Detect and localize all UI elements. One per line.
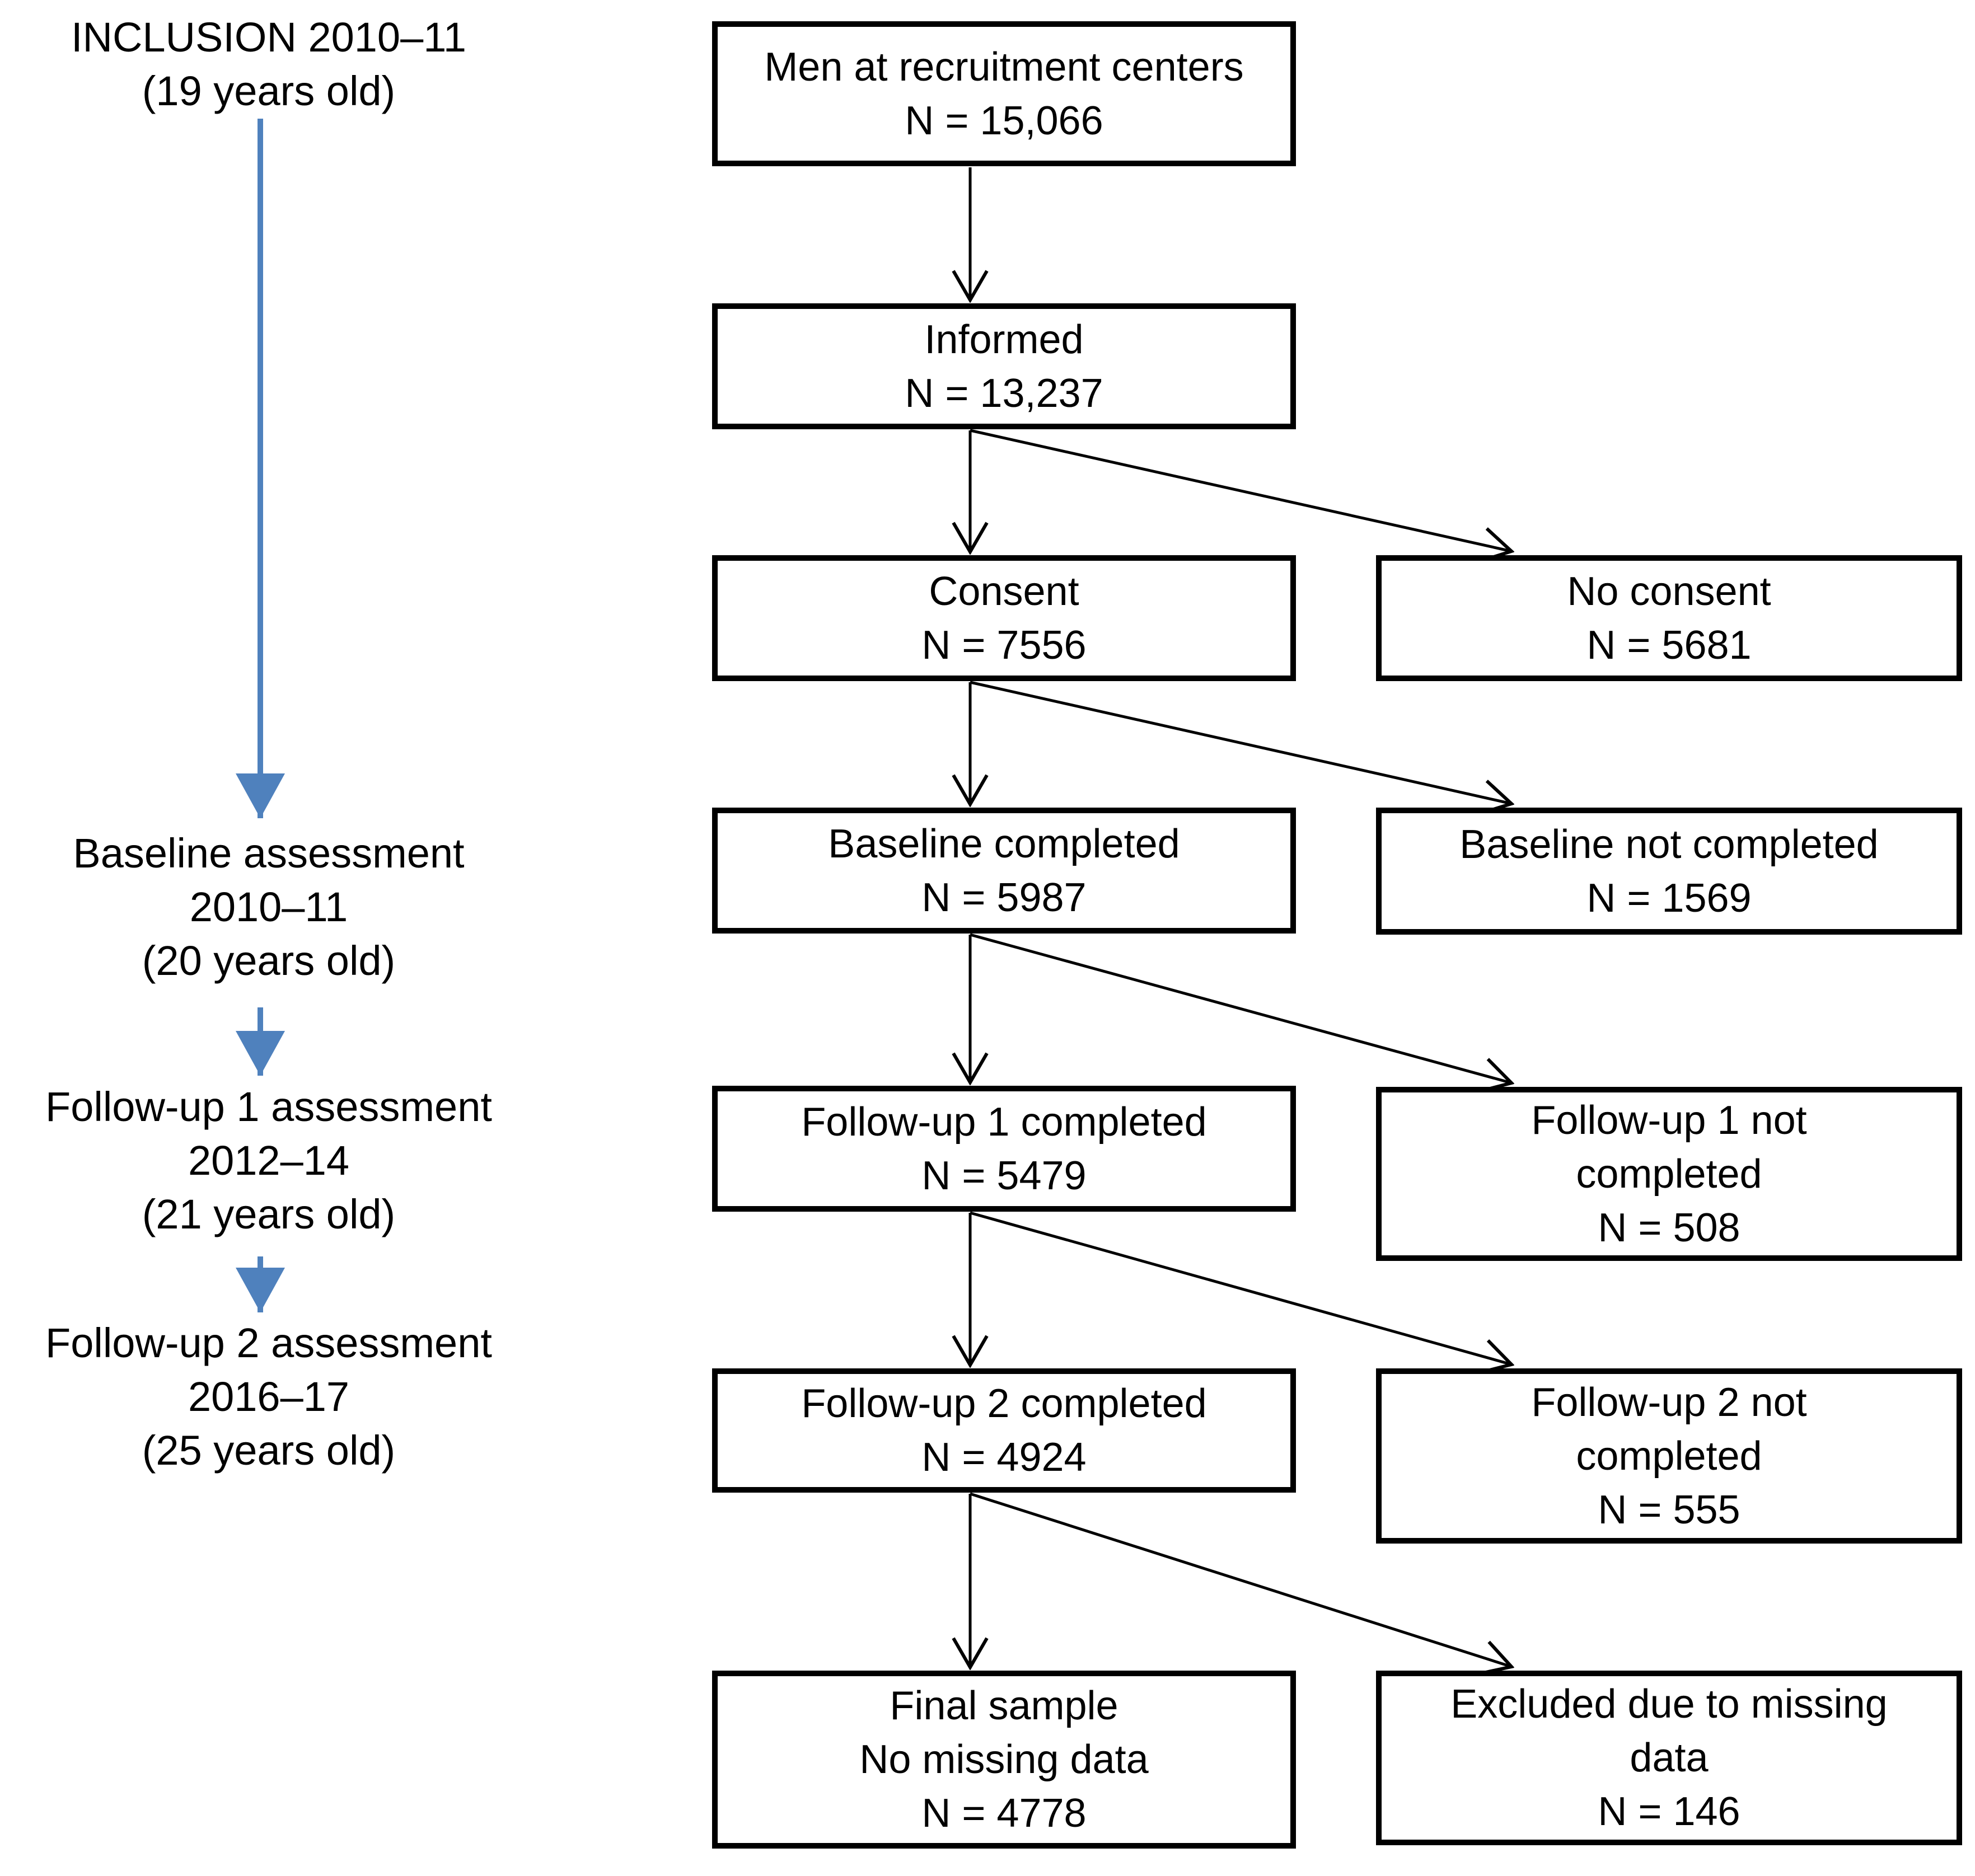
text-line: (20 years old): [142, 937, 396, 984]
flow-box-followup1-completed: Follow-up 1 completed N = 5479: [712, 1086, 1296, 1212]
text-line: INCLUSION 2010–11: [71, 14, 467, 60]
text-line: N = 15,066: [905, 98, 1103, 143]
text-line: 2010–11: [189, 884, 348, 930]
text-line: N = 5681: [1586, 622, 1752, 668]
text-line: No consent: [1567, 569, 1771, 614]
exclusion-connector-consent-to-baseline-not: [970, 681, 1511, 804]
text-line: Baseline assessment: [73, 830, 465, 876]
text-line: (21 years old): [142, 1191, 396, 1237]
text-line: 2012–14: [188, 1137, 350, 1184]
exclusion-box-followup2-not-completed: Follow-up 2 not completed N = 555: [1376, 1368, 1962, 1544]
text-line: N = 5987: [921, 875, 1087, 920]
text-line: data: [1630, 1736, 1709, 1780]
flow-box-followup2-completed: Follow-up 2 completed N = 4924: [712, 1368, 1296, 1493]
flow-box-recruitment: Men at recruitment centers N = 15,066: [712, 21, 1296, 166]
text-line: N = 7556: [921, 622, 1087, 668]
exclusion-box-followup1-not-completed: Follow-up 1 not completed N = 508: [1376, 1087, 1962, 1261]
exclusion-connector-followup2-to-excluded: [970, 1492, 1511, 1667]
text-line: Men at recruitment centers: [764, 44, 1244, 90]
flow-box-informed: Informed N = 13,237: [712, 303, 1296, 429]
text-line: (19 years old): [142, 68, 396, 114]
text-line: Follow-up 1 assessment: [45, 1084, 492, 1130]
text-line: No missing data: [859, 1737, 1149, 1782]
text-line: Follow-up 1 not: [1531, 1098, 1807, 1143]
timeline-label-inclusion: INCLUSION 2010–11 (19 years old): [11, 11, 526, 118]
text-line: Follow-up 2 assessment: [45, 1320, 492, 1366]
text-line: N = 13,237: [905, 370, 1103, 416]
exclusion-connector-followup1-to-followup2-not: [970, 1211, 1511, 1364]
exclusion-connector-baseline-to-followup1-not: [970, 933, 1511, 1083]
text-line: Follow-up 2 not: [1531, 1380, 1807, 1425]
text-line: Baseline completed: [828, 821, 1180, 866]
text-line: Follow-up 2 completed: [801, 1381, 1207, 1426]
timeline-label-followup1: Follow-up 1 assessment 2012–14 (21 years o…: [11, 1080, 526, 1241]
text-line: N = 4778: [921, 1791, 1087, 1836]
text-line: N = 508: [1598, 1205, 1740, 1250]
exclusion-box-no-consent: No consent N = 5681: [1376, 555, 1962, 681]
text-line: completed: [1576, 1151, 1762, 1197]
flow-box-consent: Consent N = 7556: [712, 555, 1296, 681]
text-line: N = 5479: [921, 1153, 1087, 1198]
text-line: Final sample: [890, 1683, 1118, 1728]
exclusion-connector-informed-to-no-consent: [970, 429, 1511, 551]
timeline-label-baseline: Baseline assessment 2010–11 (20 years old): [11, 827, 526, 988]
text-line: 2016–17: [188, 1373, 350, 1420]
exclusion-box-excluded-missing-data: Excluded due to missing data N = 146: [1376, 1671, 1962, 1845]
text-line: Consent: [929, 569, 1079, 614]
text-line: N = 1569: [1586, 875, 1752, 921]
exclusion-box-baseline-not-completed: Baseline not completed N = 1569: [1376, 808, 1962, 935]
text-line: Baseline not completed: [1459, 822, 1879, 867]
text-line: Informed: [924, 317, 1084, 362]
flow-box-final-sample: Final sample No missing data N = 4778: [712, 1671, 1296, 1849]
text-line: N = 146: [1598, 1789, 1740, 1834]
text-line: Excluded due to missing: [1450, 1682, 1888, 1727]
text-line: Follow-up 1 completed: [801, 1099, 1207, 1145]
timeline-label-followup2: Follow-up 2 assessment 2016–17 (25 years o…: [11, 1316, 526, 1478]
text-line: N = 555: [1598, 1487, 1740, 1532]
text-line: (25 years old): [142, 1427, 396, 1474]
flow-box-baseline-completed: Baseline completed N = 5987: [712, 808, 1296, 934]
text-line: completed: [1576, 1433, 1762, 1479]
text-line: N = 4924: [921, 1435, 1087, 1480]
